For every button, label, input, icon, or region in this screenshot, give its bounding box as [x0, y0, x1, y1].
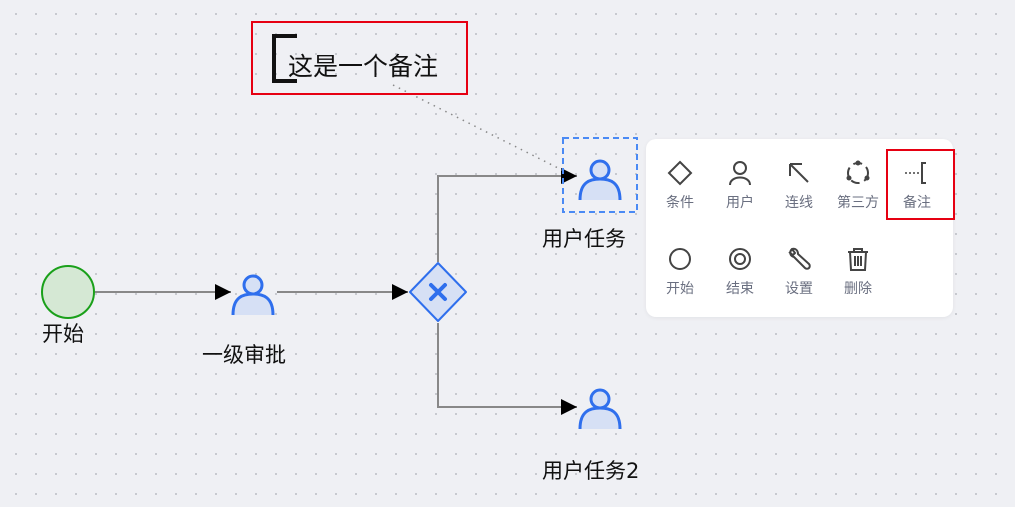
palette-item-delete[interactable]: 删除 — [829, 231, 887, 301]
diamond-icon — [667, 160, 693, 186]
palette-label: 第三方 — [837, 195, 879, 211]
palette-label: 开始 — [666, 281, 694, 297]
context-pad: 条件 用户 连线 第三方 备注 开始 结束 设置 删除 — [646, 139, 953, 317]
note-association[interactable] — [392, 84, 567, 173]
palette-item-condition[interactable]: 条件 — [651, 145, 709, 215]
palette-label: 设置 — [785, 281, 813, 297]
palette-item-settings[interactable]: 设置 — [770, 231, 828, 301]
approval-user-icon[interactable] — [231, 274, 275, 317]
selection-box — [562, 137, 638, 213]
double-circle-icon — [729, 248, 751, 270]
edge-gateway-task2[interactable] — [437, 323, 577, 415]
palette-label: 连线 — [785, 195, 813, 211]
annotation-icon — [905, 162, 926, 184]
trash-icon — [848, 248, 868, 271]
annotation-bracket-icon — [272, 34, 297, 83]
user-task2-label: 用户任务2 — [542, 459, 640, 483]
palette-label: 删除 — [844, 281, 872, 297]
annotation-text[interactable]: 这是一个备注 — [288, 52, 439, 81]
circle-icon — [669, 248, 691, 270]
cycle-icon — [846, 160, 870, 184]
exclusive-gateway[interactable] — [409, 262, 467, 322]
note-highlight-box — [251, 21, 468, 95]
palette-item-user[interactable]: 用户 — [711, 145, 769, 215]
user-task2-icon[interactable] — [578, 388, 622, 431]
user-task-label: 用户任务 — [542, 227, 626, 251]
edge-gateway-task1[interactable] — [437, 168, 577, 262]
palette-item-end[interactable]: 结束 — [711, 231, 769, 301]
annotation-highlight-box — [886, 149, 955, 220]
wrench-icon — [788, 247, 811, 270]
palette-label: 用户 — [726, 195, 754, 211]
arrow-up-left-icon — [789, 163, 809, 183]
approval-label: 一级审批 — [202, 343, 286, 367]
palette-item-third-party[interactable]: 第三方 — [829, 145, 887, 215]
palette-label: 备注 — [903, 195, 931, 211]
palette-item-connect[interactable]: 连线 — [770, 145, 828, 215]
palette-label: 结束 — [726, 281, 754, 297]
palette-label: 条件 — [666, 195, 694, 211]
start-event[interactable] — [41, 265, 95, 319]
user-task-icon[interactable] — [578, 159, 622, 202]
start-label: 开始 — [42, 322, 84, 346]
palette-item-annotation[interactable]: 备注 — [888, 145, 946, 215]
user-icon — [729, 161, 751, 186]
palette-item-start[interactable]: 开始 — [651, 231, 709, 301]
